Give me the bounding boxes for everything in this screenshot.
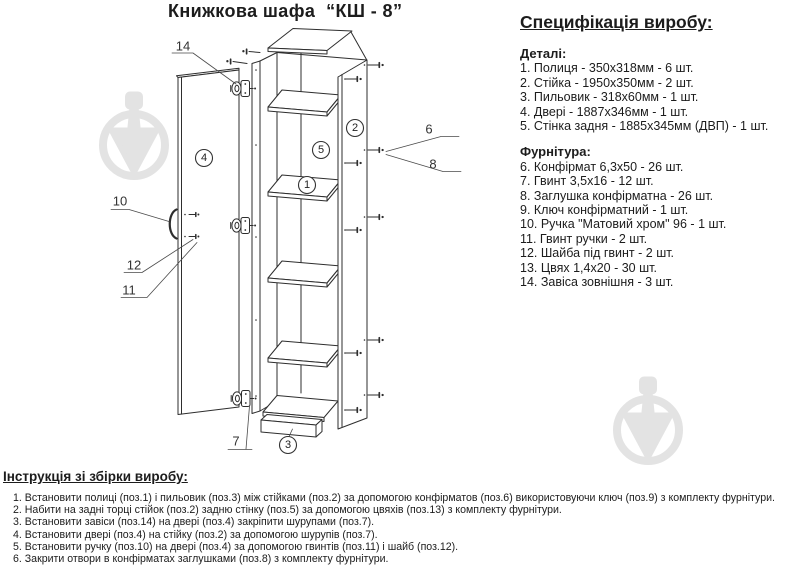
handle-screw-icon xyxy=(188,211,200,240)
callout-11: 11 xyxy=(122,283,136,298)
callout-5: 5 xyxy=(318,144,324,156)
assembly-heading: Інструкція зі збірки виробу: xyxy=(3,469,188,484)
callout-6: 6 xyxy=(425,122,432,137)
dust-board xyxy=(260,414,323,438)
spec-item: 9. Ключ конфірматний - 1 шт. xyxy=(520,203,689,218)
right-side-panel xyxy=(337,59,368,430)
door-panel xyxy=(176,67,240,415)
spec-item: 3. Пильовик - 318х60мм - 1 шт. xyxy=(520,90,699,105)
callout-4: 4 xyxy=(201,152,207,164)
shelf xyxy=(267,89,342,368)
assembly-list: 1. Встановити полиці (поз.1) і пильовик … xyxy=(13,492,799,565)
spec-item: 11. Гвинт ручки - 2 шт. xyxy=(520,231,648,246)
callout-7: 7 xyxy=(232,434,239,449)
callout-2: 2 xyxy=(352,122,358,134)
instruction-item: 1. Встановити полиці (поз.1) і пильовик … xyxy=(13,492,775,504)
confirmat-screw-icon xyxy=(226,48,261,65)
callout-10: 10 xyxy=(113,194,127,209)
instruction-item: 5. Встановити ручку (поз.10) на двері (п… xyxy=(13,540,459,553)
callout-3: 3 xyxy=(285,439,291,451)
spec-hardware-list: 6. Конфірмат 6,3х50 - 26 шт.7. Гвинт 3,5… xyxy=(520,160,796,290)
leader-line xyxy=(110,52,462,450)
specification-panel: Специфікація виробу: Деталі: 1. Полиця -… xyxy=(520,12,796,290)
page-title: Книжкова шафа “КШ - 8” xyxy=(168,1,403,21)
trowel-watermark-icon xyxy=(103,92,165,176)
instruction-item: 6. Закрити отвори в конфірматах заглушка… xyxy=(13,553,389,566)
instruction-item: 2. Набити на задні торці стійок (поз.2) … xyxy=(13,504,562,517)
instruction-item: 4. Встановити двері (поз.4) на стійку (п… xyxy=(13,528,378,541)
spec-item: 5. Стінка задня - 1885х345мм (ДВП) - 1 ш… xyxy=(520,119,769,134)
spec-item: 1. Полиця - 350х318мм - 6 шт. xyxy=(520,61,694,76)
callout-1: 1 xyxy=(304,179,310,191)
spec-item: 2. Стійка - 1950х350мм - 2 шт. xyxy=(520,75,694,90)
spec-item: 13. Цвях 1,4х20 - 30 шт. xyxy=(520,260,657,275)
spec-item: 8. Заглушка конфірматна - 26 шт. xyxy=(520,188,714,203)
assembly-instructions: Інструкція зі збірки виробу: 1. Встанови… xyxy=(3,469,799,565)
spec-hardware-heading: Фурнітура: xyxy=(520,144,591,160)
spec-heading: Специфікація виробу: xyxy=(520,12,713,32)
left-side-panel xyxy=(251,52,278,414)
spec-item: 6. Конфірмат 6,3х50 - 26 шт. xyxy=(520,159,684,174)
spec-details-list: 1. Полиця - 350х318мм - 6 шт.2. Стійка -… xyxy=(520,61,796,133)
spec-item: 7. Гвинт 3,5х16 - 12 шт. xyxy=(520,174,654,189)
spec-item: 12. Шайба під гвинт - 2 шт. xyxy=(520,246,675,261)
spec-item: 14. Завіса зовнішня - 3 шт. xyxy=(520,275,674,290)
spec-details-heading: Деталі: xyxy=(520,46,567,61)
instruction-item: 3. Встановити завіси (поз.14) на двері (… xyxy=(13,516,375,529)
callout-14: 14 xyxy=(176,39,190,54)
callout-8: 8 xyxy=(429,157,436,172)
spec-item: 4. Двері - 1887х346мм - 1 шт. xyxy=(520,104,689,119)
door-handle xyxy=(168,208,178,240)
spec-item: 10. Ручка "Матовий хром" 96 - 1 шт. xyxy=(520,217,727,232)
top-shelf xyxy=(267,28,353,55)
callout-12: 12 xyxy=(127,258,141,273)
trowel-watermark-icon xyxy=(617,377,679,461)
